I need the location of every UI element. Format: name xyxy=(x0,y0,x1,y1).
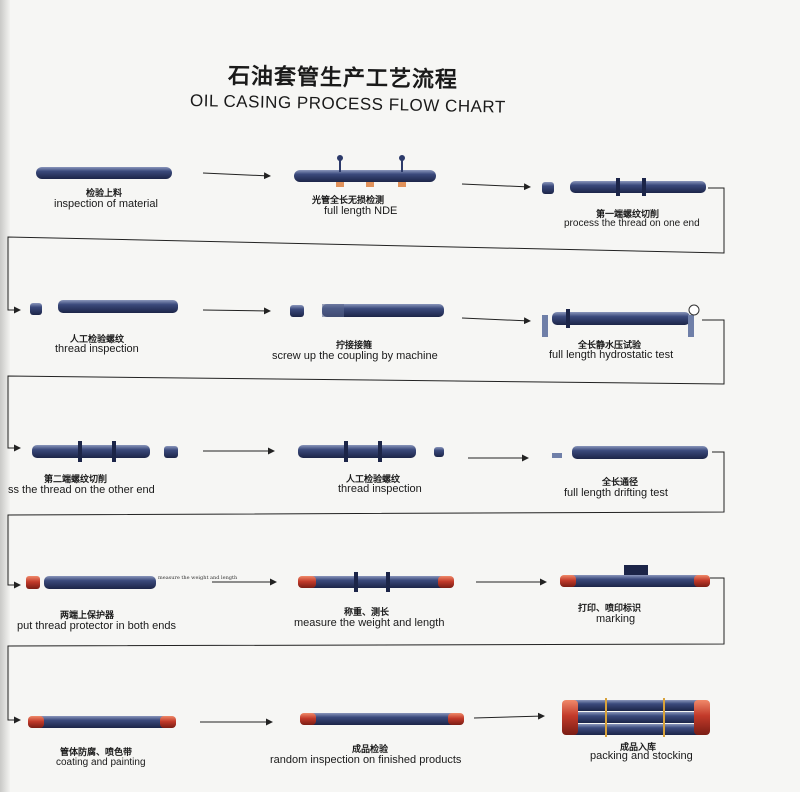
binding-shadow xyxy=(0,0,10,792)
step-15-label-cn: 成品入库 xyxy=(620,743,657,753)
step-10-label-cn: 两端上保护器 xyxy=(60,611,115,621)
step-12-pipe xyxy=(560,565,710,587)
step-1-label-cn: 检验上料 xyxy=(86,189,123,199)
step-9-label-en: full length drifting test xyxy=(564,487,668,499)
step-4-pipe xyxy=(30,300,178,315)
step-3-pipe xyxy=(542,178,706,196)
step-3-label-en: process the thread on one end xyxy=(564,218,700,229)
step-3-label-cn: 第一端螺纹切削 xyxy=(596,210,660,220)
step-15-bundle xyxy=(562,698,710,737)
step-5-pipe xyxy=(290,304,444,317)
step-7-label-cn: 第二端螺纹切削 xyxy=(44,475,108,485)
step-7-pipe xyxy=(32,441,178,462)
step-13-label-cn: 管体防腐、喷色带 xyxy=(60,748,133,758)
step-4-label-en: thread inspection xyxy=(55,343,139,355)
step-1-label-en: inspection of material xyxy=(54,198,158,210)
step-9-pipe xyxy=(552,446,708,459)
step-6-label-en: full length hydrostatic test xyxy=(549,349,674,361)
step-11-label-en: measure the weight and length xyxy=(294,617,445,629)
step-6-pipe xyxy=(542,304,700,337)
step-8-pipe xyxy=(298,441,444,462)
step-14-label-cn: 成品检验 xyxy=(352,745,389,755)
step-4-label-cn: 人工检验螺纹 xyxy=(70,335,125,345)
step-12-label-cn: 打印、喷印标识 xyxy=(578,604,642,614)
step-6-label-cn: 全长静水压试验 xyxy=(578,341,642,351)
step-13-label-en: coating and painting xyxy=(56,757,146,768)
row-connectors xyxy=(7,187,725,724)
step-2-label-en: full length NDE xyxy=(324,205,398,217)
step-7-label-en: ss the thread on the other end xyxy=(8,484,155,496)
step-5-label-en: screw up the coupling by machine xyxy=(272,350,438,362)
step-5-label-cn: 拧接接箍 xyxy=(336,341,373,351)
step-14-pipe xyxy=(300,713,464,725)
step-8-label-en: thread inspection xyxy=(338,483,422,495)
step-11-label-cn: 称重、测长 xyxy=(344,608,390,618)
step-14-label-en: random inspection on finished products xyxy=(270,754,462,766)
step-11-pipe xyxy=(298,572,454,592)
weigh-note: measure the weight and length xyxy=(158,575,238,581)
step-arrows xyxy=(200,172,547,726)
step-2-label-cn: 光管全长无损检测 xyxy=(312,196,385,206)
step-9-label-cn: 全长通径 xyxy=(602,478,639,488)
step-10-label-en: put thread protector in both ends xyxy=(17,620,176,632)
step-8-label-cn: 人工检验螺纹 xyxy=(346,475,401,485)
step-15-label-en: packing and stocking xyxy=(590,750,693,762)
step-12-label-en: marking xyxy=(596,613,636,625)
step-10-pipe xyxy=(26,576,156,589)
step-13-pipe xyxy=(28,716,176,728)
step-2-pipe xyxy=(294,155,436,187)
step-1-pipe xyxy=(36,167,172,179)
